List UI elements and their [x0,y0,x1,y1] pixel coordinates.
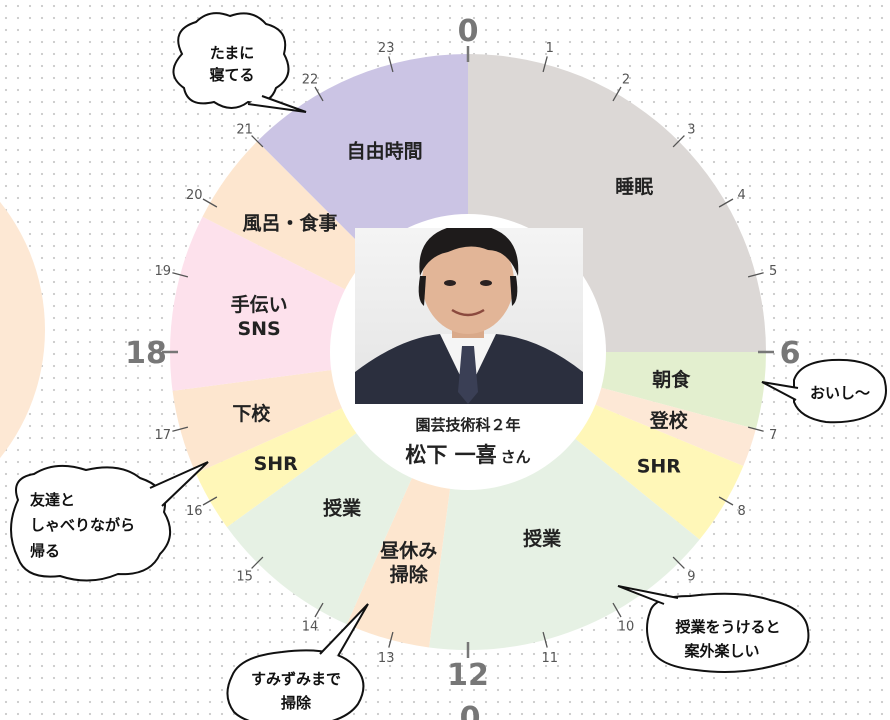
bottom-zero-label: 0 [460,701,481,720]
hour-label-7: 7 [769,428,777,443]
cleaning-bubble-line-1: すみずみまで [251,670,341,688]
hour-tick-19 [172,272,189,278]
hour-tick-7 [747,426,764,432]
class-bubble: 授業をうけると 案外楽しい [617,585,810,673]
hour-tick-5 [747,272,764,278]
hour-tick-21 [251,135,264,148]
hour-tick-11 [542,631,548,648]
hour-label-11: 11 [542,651,559,666]
hour-label-23: 23 [378,41,395,56]
segment-label-6: 授業 [323,496,362,519]
hour-label-5: 5 [769,264,777,279]
hour-label-19: 19 [155,264,172,279]
department-label: 園芸技術科２年 [415,416,520,434]
cleaning-bubble-line-2: 掃除 [281,694,312,712]
hour-label-18: 18 [125,336,167,371]
name-suffix: さん [501,448,531,466]
hour-label-14: 14 [302,620,319,635]
segment-label-11: 自由時間 [347,140,423,163]
breakfast-bubble-line-1: おいし〜 [810,384,870,402]
hour-label-4: 4 [738,188,746,203]
sleep-bubble-line-1: たまに [210,44,255,62]
hour-label-3: 3 [687,123,695,138]
hour-tick-4 [718,198,734,208]
hour-label-2: 2 [622,72,630,87]
hour-label-15: 15 [236,569,253,584]
hour-tick-3 [672,135,685,148]
hour-tick-2 [612,86,622,102]
hour-label-22: 22 [302,72,319,87]
breakfast-bubble: おいし〜 [761,358,887,424]
segment-label-0: 睡眠 [615,176,653,198]
walk-home-bubble: 友達と しゃべりながら 帰る [10,461,209,582]
sleep-bubble: たまに 寝てる [172,12,307,113]
class-bubble-line-1: 授業をうけると [675,618,780,636]
hour-tick-20 [202,198,218,208]
hour-label-1: 1 [546,41,554,56]
hour-label-17: 17 [155,428,172,443]
hour-label-0: 0 [458,14,479,49]
hour-tick-9 [672,556,685,569]
portrait-photo [355,228,583,404]
hour-tick-23 [388,56,394,73]
hour-label-20: 20 [186,188,203,203]
cleaning-bubble: すみずみまで 掃除 [226,603,369,720]
hour-tick-15 [251,556,264,569]
side-decorative-circle [0,201,45,459]
hour-tick-10 [612,602,622,618]
segment-label-5: 昼休み掃除 [380,540,437,586]
hour-label-12: 12 [447,658,489,693]
hour-tick-1 [542,56,548,73]
student-name-text: 松下 一喜 [405,443,496,467]
hour-tick-22 [314,86,324,102]
segment-label-4: 授業 [523,527,562,550]
hour-label-21: 21 [236,123,253,138]
segment-label-3: SHR [637,456,682,478]
walk-home-bubble-line-3: 帰る [30,542,60,560]
hour-label-9: 9 [687,569,695,584]
hour-label-6: 6 [780,336,801,371]
sleep-bubble-line-2: 寝てる [209,66,254,84]
hour-label-13: 13 [378,651,395,666]
hour-tick-13 [388,631,394,648]
class-bubble-line-2: 案外楽しい [683,642,759,660]
hour-tick-14 [314,602,324,618]
segment-label-8: 下校 [232,402,271,425]
hour-label-16: 16 [186,504,203,519]
student-name: 松下 一喜さん [405,443,530,467]
segment-label-10: 風呂・食事 [242,212,337,235]
segment-label-7: SHR [254,453,299,475]
hour-tick-17 [172,426,189,432]
hour-label-8: 8 [738,504,746,519]
hour-tick-8 [718,496,734,506]
walk-home-bubble-line-2: しゃべりながら [30,516,135,534]
segment-label-2: 登校 [649,409,689,432]
hour-tick-16 [202,496,218,506]
walk-home-bubble-line-1: 友達と [30,491,75,509]
segment-label-1: 朝食 [652,368,691,391]
hour-label-10: 10 [618,620,635,635]
center-profile: 園芸技術科２年 松下 一喜さん [330,214,606,490]
